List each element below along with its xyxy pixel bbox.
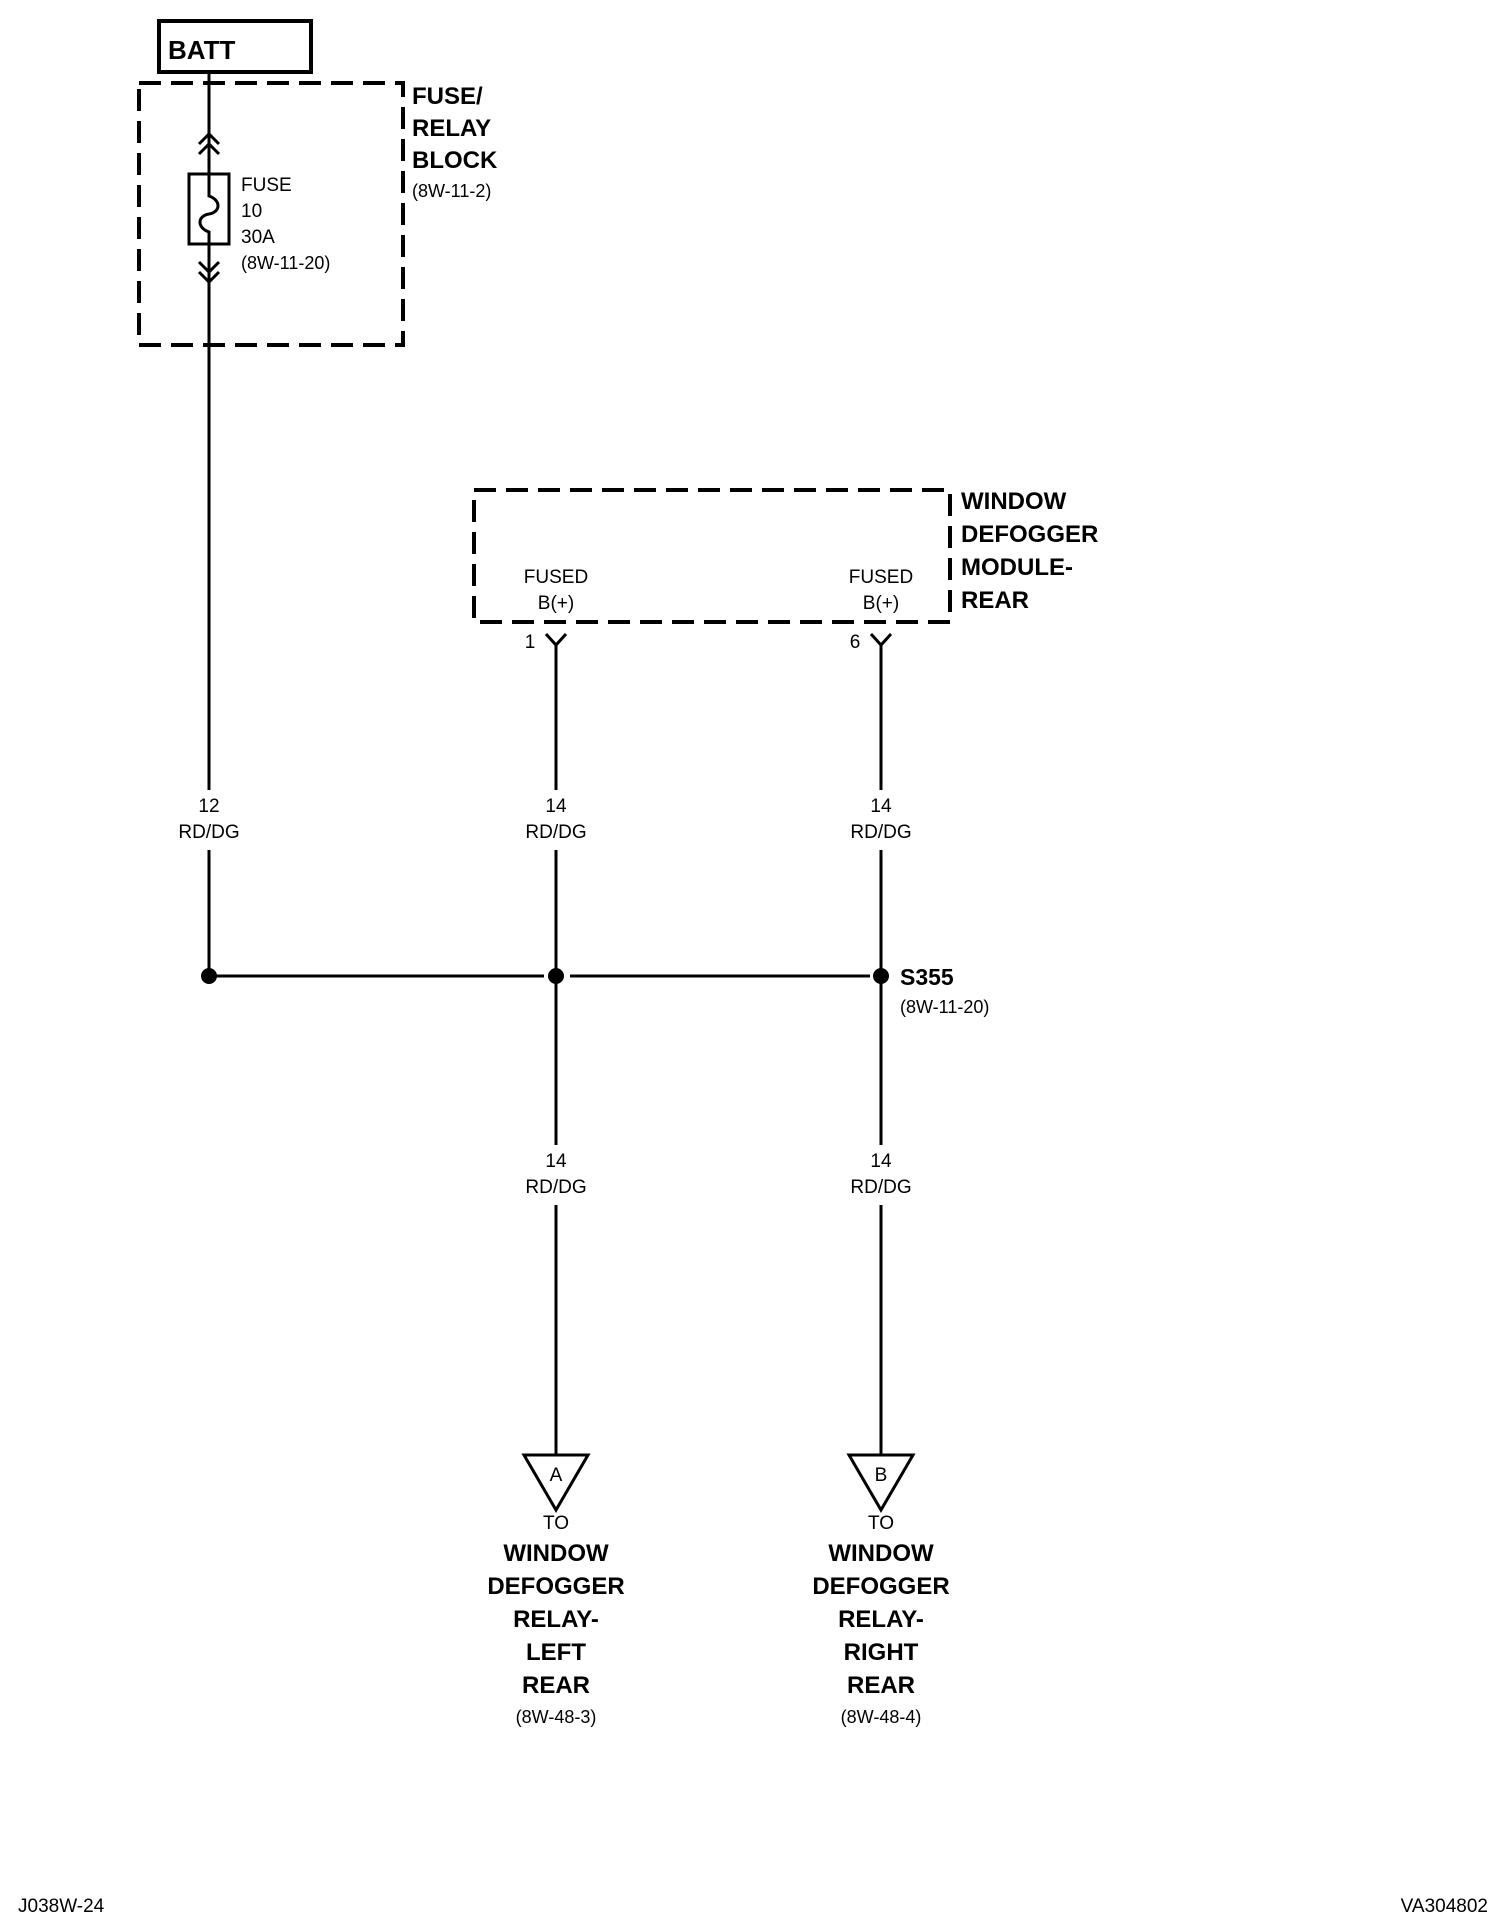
svg-text:30A: 30A: [241, 227, 275, 248]
batt-feed-wire-label: 12 RD/DG: [178, 796, 239, 843]
batt-label: BATT: [168, 35, 236, 65]
svg-text:(8W-11-20): (8W-11-20): [241, 253, 330, 273]
pin-6-wire-label: 14 RD/DG: [850, 796, 911, 843]
svg-text:14: 14: [545, 1151, 567, 1172]
connector-a: A TO WINDOW DEFOGGER RELAY- LEFT REAR (8…: [487, 1453, 625, 1727]
svg-text:TO: TO: [868, 1513, 894, 1534]
svg-text:S355: S355: [900, 964, 954, 990]
footer-right-code: VA304802: [1401, 1896, 1488, 1917]
fuse-icon: [187, 172, 231, 246]
svg-text:FUSED: FUSED: [849, 567, 913, 588]
svg-text:A: A: [550, 1465, 563, 1486]
svg-text:WINDOW: WINDOW: [961, 488, 1067, 515]
svg-text:WINDOW: WINDOW: [828, 1540, 934, 1567]
svg-text:(8W-11-2): (8W-11-2): [412, 181, 491, 201]
svg-text:TO: TO: [543, 1513, 569, 1534]
svg-text:RD/DG: RD/DG: [525, 1177, 586, 1198]
svg-text:10: 10: [241, 201, 262, 222]
pin-1-wire-label: 14 RD/DG: [525, 796, 586, 843]
window-defogger-module-outline: [472, 488, 952, 624]
svg-text:(8W-11-20): (8W-11-20): [900, 997, 989, 1017]
svg-text:DEFOGGER: DEFOGGER: [487, 1573, 624, 1600]
svg-text:12: 12: [198, 796, 219, 817]
svg-text:MODULE-: MODULE-: [961, 554, 1073, 581]
svg-text:B(+): B(+): [863, 593, 899, 614]
connector-b-triangle-icon: [846, 1453, 916, 1513]
svg-text:1: 1: [525, 632, 536, 653]
connector-a-triangle-icon: [521, 1453, 591, 1513]
svg-text:6: 6: [850, 632, 861, 653]
svg-text:FUSED: FUSED: [524, 567, 588, 588]
svg-text:WINDOW: WINDOW: [503, 1540, 609, 1567]
fuse-label: FUSE 10 30A (8W-11-20): [241, 175, 330, 273]
svg-text:RD/DG: RD/DG: [525, 822, 586, 843]
splice-dot-left: [201, 968, 217, 984]
svg-text:14: 14: [870, 1151, 892, 1172]
fuse-relay-block-label: FUSE/ RELAY BLOCK (8W-11-2): [412, 83, 498, 201]
svg-text:14: 14: [870, 796, 892, 817]
svg-text:RELAY-: RELAY-: [838, 1606, 924, 1633]
svg-text:BLOCK: BLOCK: [412, 147, 498, 174]
svg-text:FUSE: FUSE: [241, 175, 292, 196]
svg-text:DEFOGGER: DEFOGGER: [961, 521, 1098, 548]
svg-text:RD/DG: RD/DG: [850, 1177, 911, 1198]
pin-6-connector-icon: [869, 632, 893, 648]
svg-text:RELAY: RELAY: [412, 115, 491, 142]
module-pin-1-label: FUSED B(+) 1: [524, 567, 588, 653]
svg-text:RIGHT: RIGHT: [844, 1639, 919, 1666]
batt-box: [157, 19, 313, 74]
footer-left-code: J038W-24: [18, 1896, 105, 1917]
svg-text:RELAY-: RELAY-: [513, 1606, 599, 1633]
svg-text:RD/DG: RD/DG: [178, 822, 239, 843]
svg-text:REAR: REAR: [961, 587, 1029, 614]
svg-text:REAR: REAR: [847, 1672, 915, 1699]
svg-text:B: B: [875, 1465, 888, 1486]
fuse-relay-block-outline: [137, 81, 405, 347]
svg-text:REAR: REAR: [522, 1672, 590, 1699]
svg-text:RD/DG: RD/DG: [850, 822, 911, 843]
module-pin-6-label: FUSED B(+) 6: [849, 567, 913, 653]
svg-text:(8W-48-4): (8W-48-4): [841, 1707, 922, 1727]
splice-label: S355 (8W-11-20): [900, 964, 989, 1017]
window-defogger-module-label: WINDOW DEFOGGER MODULE- REAR: [961, 488, 1098, 614]
connector-b: B TO WINDOW DEFOGGER RELAY- RIGHT REAR (…: [812, 1453, 950, 1727]
svg-text:(8W-48-3): (8W-48-3): [516, 1707, 597, 1727]
svg-text:FUSE/: FUSE/: [412, 83, 483, 110]
pin-1-connector-icon: [544, 632, 568, 648]
out-a-wire-label: 14 RD/DG: [525, 1151, 586, 1198]
out-b-wire-label: 14 RD/DG: [850, 1151, 911, 1198]
fuse-top-connector-icon: [197, 131, 221, 156]
svg-text:B(+): B(+): [538, 593, 574, 614]
svg-text:14: 14: [545, 796, 567, 817]
svg-text:DEFOGGER: DEFOGGER: [812, 1573, 949, 1600]
svg-text:LEFT: LEFT: [526, 1639, 586, 1666]
